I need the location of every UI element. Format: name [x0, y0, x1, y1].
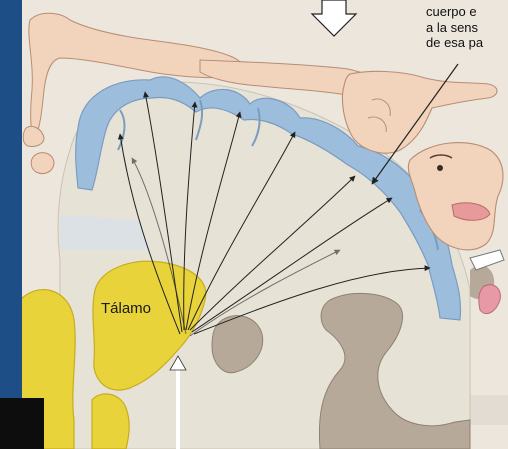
- caption-text: cuerpo e a la sens de esa pa: [426, 4, 483, 51]
- caption-line-3: de esa pa: [426, 35, 483, 51]
- caption-line-2: a la sens: [426, 20, 483, 36]
- left-blue-panel: [0, 0, 22, 400]
- homunculus-genitals: [31, 153, 54, 174]
- thalamus-label: Tálamo: [101, 301, 151, 317]
- internal-capsule: [60, 215, 150, 250]
- thalamus-mid-lobe: [92, 394, 129, 449]
- homunculus-eye: [437, 165, 443, 171]
- caption-line-1: cuerpo e: [426, 4, 483, 20]
- bottom-dark-bar: [0, 398, 44, 449]
